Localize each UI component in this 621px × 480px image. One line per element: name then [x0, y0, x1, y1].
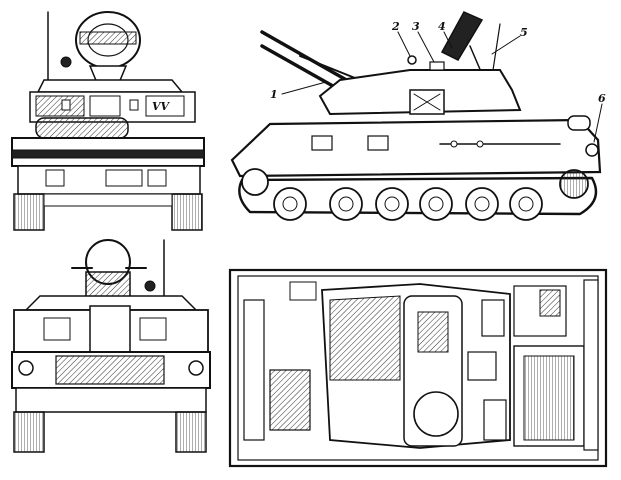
left-track-front	[13, 193, 45, 231]
gun-barrel-upper	[260, 30, 352, 84]
callout-2: 2	[391, 20, 400, 33]
road-wheels	[241, 168, 589, 221]
radar-dish-side	[440, 11, 484, 61]
periscope-2	[407, 55, 417, 65]
hull-side	[230, 118, 602, 178]
callout-4: 4	[438, 20, 446, 33]
track-side	[238, 176, 598, 216]
commander-hatch-top	[413, 391, 459, 437]
front-view: VV	[11, 11, 205, 231]
top-view	[228, 268, 608, 468]
right-track-front	[171, 193, 203, 231]
part-6	[585, 143, 599, 157]
callout-1: 1	[270, 88, 278, 101]
callout-5: 5	[520, 26, 528, 39]
turret-marking: VV	[152, 100, 171, 113]
rear-view	[11, 239, 211, 453]
side-view: 1 2 3 4 5 6	[230, 11, 606, 221]
hatch-3	[429, 61, 445, 71]
callouts: 1 2 3 4 5 6	[270, 20, 606, 143]
gun-barrel-lower	[260, 44, 342, 92]
callout-6: 6	[598, 92, 606, 105]
callout-3: 3	[412, 20, 420, 33]
